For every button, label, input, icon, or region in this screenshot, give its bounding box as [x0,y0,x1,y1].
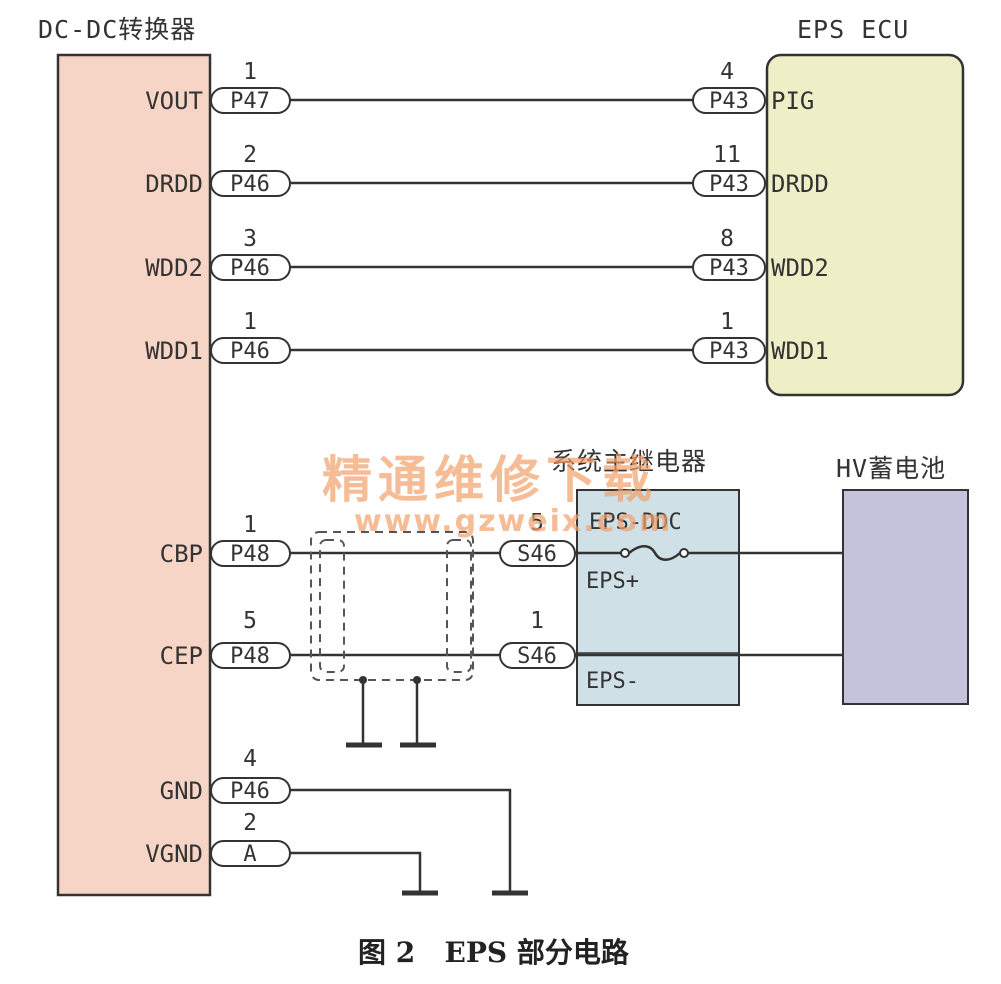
pin-number: 2 [243,142,257,168]
dcdc-pin-cep: CEP 5 P48 [160,608,291,670]
relay-title: 系统主继电器 [551,447,707,476]
dcdc-converter-box [56,53,212,897]
pin-number: 1 [243,59,257,85]
connector-pill [210,777,291,804]
hv-battery-box [842,489,969,705]
connector-label: A [243,842,256,867]
pin-number: 1 [243,309,257,335]
pin-number: 5 [530,510,544,536]
pin-number: 1 [530,608,544,634]
connector-pill [692,170,766,197]
eps-ecu-box [765,53,965,397]
ecu-pin-wdd2: 8 P43 WDD2 [692,226,829,282]
connector-label: S46 [517,644,557,669]
connector-pill [210,337,291,364]
shield-right-dashed [446,539,472,673]
ecu-title: EPS ECU [797,15,909,44]
connector-pill [210,540,291,567]
connector-label: P48 [230,542,270,567]
dcdc-pin-vgnd: VGND 2 A [145,810,291,868]
connector-label: P43 [709,89,749,114]
connector-pill [210,840,291,867]
pin-label: VGND [145,840,203,868]
connector-pill [692,87,766,114]
pin-number: 3 [243,226,257,252]
main-relay-box [576,489,740,706]
pin-label: PIG [771,87,814,115]
dcdc-pin-wdd1: WDD1 1 P46 [145,309,291,365]
watermark-text: 精通维修下载 [322,451,658,509]
pin-number: 4 [720,59,734,85]
connector-label: S46 [517,542,557,567]
dcdc-title: DC-DC转换器 [38,15,196,44]
relay-pin-5: 5 S46 [499,510,576,567]
connector-label: P48 [230,644,270,669]
pin-number: 4 [243,746,257,772]
pin-label: WDD2 [771,254,829,282]
pin-label: GND [160,777,203,805]
connector-pill [210,642,291,669]
connector-pill [499,642,576,669]
ecu-pin-drdd: 11 P43 DRDD [692,142,829,198]
battery-title: HV蓄电池 [836,454,946,483]
connector-label: P46 [230,172,270,197]
connector-pill [692,254,766,281]
connector-pill [499,540,576,567]
pin-number: 1 [243,512,257,538]
pin-number: 5 [243,608,257,634]
connector-label: P46 [230,339,270,364]
dcdc-pin-gnd: GND 4 P46 [160,746,291,805]
pin-number: 11 [713,142,741,168]
pin-label: DRDD [771,170,829,198]
dcdc-pin-drdd: DRDD 2 P46 [145,142,291,198]
connector-label: P43 [709,172,749,197]
pin-label: WDD1 [771,337,829,365]
connector-label: P46 [230,779,270,804]
pin-label: CBP [160,540,203,568]
connector-pill [210,254,291,281]
pin-number: 1 [720,309,734,335]
relay-pin-1: 1 S46 [499,608,576,669]
fuse-icon [620,545,689,561]
pin-label: WDD2 [145,254,203,282]
ecu-pin-pig: 4 P43 PIG [692,59,814,115]
wire-vgnd [290,851,422,893]
connector-pill [210,87,291,114]
shield-ground-right-icon [400,676,436,748]
connector-label: P47 [230,89,270,114]
watermark-url: www.gzweix.com [354,504,672,539]
pin-number: 2 [243,810,257,836]
relay-label-eps-minus: EPS- [586,669,639,694]
shield-ground-left-icon [346,676,382,748]
connector-pill [210,170,291,197]
pin-label: CEP [160,642,203,670]
connector-pill [692,337,766,364]
dcdc-pin-cbp: CBP 1 P48 [160,512,291,568]
relay-label-eps-plus: EPS+ [586,569,639,594]
pin-label: VOUT [145,87,203,115]
connector-label: P46 [230,256,270,281]
connector-label: P43 [709,256,749,281]
pin-number: 8 [720,226,734,252]
wire-gnd [290,788,512,893]
dcdc-pin-wdd2: WDD2 3 P46 [145,226,291,282]
figure-caption: 图 2 EPS 部分电路 [358,936,630,969]
pin-label: DRDD [145,170,203,198]
shield-left-dashed [319,539,345,673]
relay-label-eps-ddc: EPS-DDC [589,510,682,535]
dcdc-pin-vout: VOUT 1 P47 [145,59,291,115]
pin-label: WDD1 [145,337,203,365]
connector-label: P43 [709,339,749,364]
ecu-pin-wdd1: 1 P43 WDD1 [692,309,829,365]
shield-outer-dashed [310,531,474,681]
